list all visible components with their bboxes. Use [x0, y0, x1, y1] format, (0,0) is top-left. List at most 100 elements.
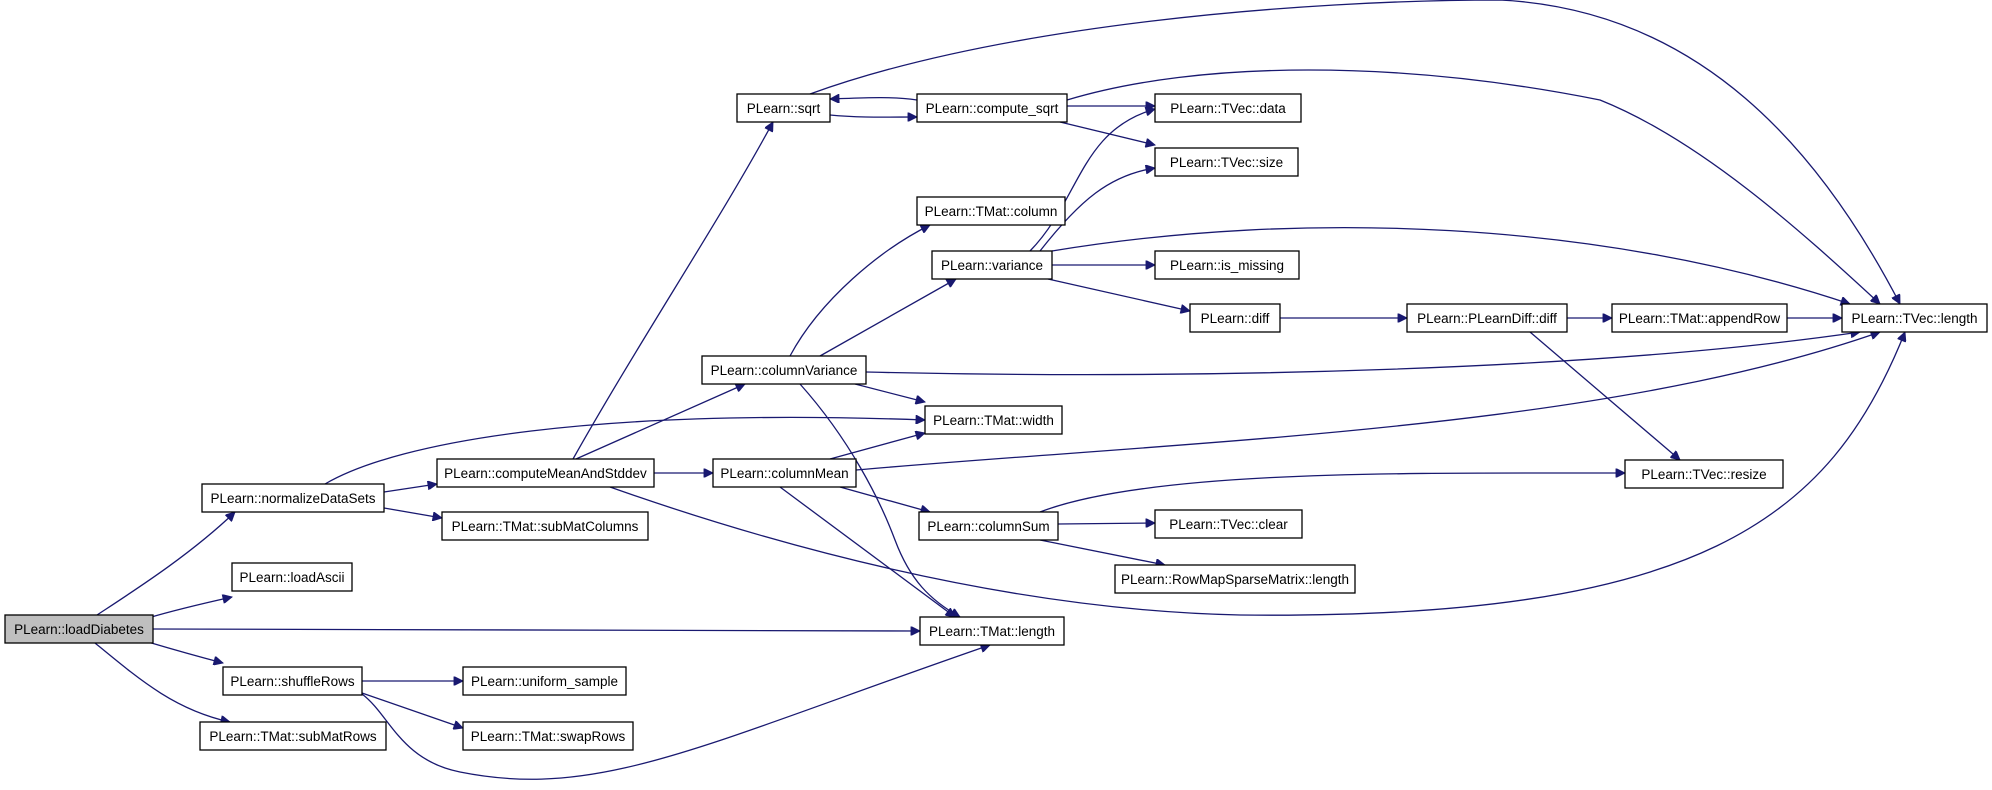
node-box[interactable] [919, 616, 1065, 646]
node-loadDiabetes[interactable]: PLearn::loadDiabetes [4, 614, 154, 644]
node-tvec_data[interactable]: PLearn::TVec::data [1154, 93, 1302, 123]
node-box[interactable] [441, 511, 649, 541]
node-box[interactable] [1154, 250, 1300, 280]
edge-loadDiabetes-to-shuffleRows [147, 641, 223, 663]
node-variance[interactable]: PLearn::variance [931, 250, 1053, 280]
node-box[interactable] [918, 511, 1059, 541]
node-tmat_width[interactable]: PLearn::TMat::width [924, 405, 1063, 435]
node-box[interactable] [1154, 509, 1303, 539]
node-uniform_sample[interactable]: PLearn::uniform_sample [462, 666, 627, 696]
edge-shuffleRows-to-swapRows [361, 692, 463, 728]
edge-normalizeDataSets-to-computeMeanAndStddev [383, 484, 437, 493]
node-label: PLearn::TVec::length [1851, 311, 1977, 326]
node-plearndiff_diff[interactable]: PLearn::PLearnDiff::diff [1406, 303, 1568, 333]
node-loadAscii[interactable]: PLearn::loadAscii [231, 562, 353, 592]
node-normalizeDataSets[interactable]: PLearn::normalizeDataSets [201, 483, 385, 513]
node-box[interactable] [222, 666, 363, 696]
node-box[interactable] [1841, 303, 1988, 333]
node-box[interactable] [436, 458, 655, 488]
node-sqrt[interactable]: PLearn::sqrt [736, 93, 831, 123]
node-label: PLearn::TVec::data [1170, 101, 1286, 116]
edge-variance-to-tvec_size [1039, 168, 1155, 252]
edges-layer [94, 0, 1905, 780]
edge-columnSum-to-tvec_resize [1039, 473, 1625, 513]
node-appendRow[interactable]: PLearn::TMat::appendRow [1611, 303, 1788, 333]
node-rowmap_length[interactable]: PLearn::RowMapSparseMatrix::length [1114, 564, 1356, 594]
node-label: PLearn::TMat::width [933, 413, 1054, 428]
node-box[interactable] [924, 405, 1063, 435]
node-label: PLearn::loadDiabetes [14, 622, 144, 637]
node-label: PLearn::TMat::swapRows [471, 729, 626, 744]
node-box[interactable] [1154, 93, 1302, 123]
edge-plearndiff_diff-to-tvec_resize [1529, 331, 1680, 460]
node-label: PLearn::TMat::column [925, 204, 1058, 219]
node-box[interactable] [231, 562, 353, 592]
edge-shuffleRows-to-tmat_length [361, 645, 990, 780]
edge-columnVariance-to-tmat_length [799, 383, 960, 618]
node-columnSum[interactable]: PLearn::columnSum [918, 511, 1059, 541]
node-box[interactable] [916, 196, 1066, 226]
node-columnVariance[interactable]: PLearn::columnVariance [701, 355, 867, 385]
node-subMatRows[interactable]: PLearn::TMat::subMatRows [199, 721, 387, 751]
node-tvec_resize[interactable]: PLearn::TVec::resize [1624, 459, 1784, 489]
node-computeMeanAndStddev[interactable]: PLearn::computeMeanAndStddev [436, 458, 655, 488]
node-swapRows[interactable]: PLearn::TMat::swapRows [462, 721, 634, 751]
node-compute_sqrt[interactable]: PLearn::compute_sqrt [916, 93, 1068, 123]
node-label: PLearn::compute_sqrt [926, 101, 1059, 116]
node-box[interactable] [1611, 303, 1788, 333]
node-tvec_size[interactable]: PLearn::TVec::size [1154, 147, 1299, 177]
edge-computeMeanAndStddev-to-sqrt [572, 122, 774, 460]
edge-compute_sqrt-to-tvec_length [1066, 69, 1880, 304]
node-tvec_length[interactable]: PLearn::TVec::length [1841, 303, 1988, 333]
edge-columnVariance-to-tmat_width [854, 383, 925, 402]
node-shuffleRows[interactable]: PLearn::shuffleRows [222, 666, 363, 696]
nodes-layer: PLearn::loadDiabetes PLearn::normalizeDat… [4, 93, 1988, 751]
node-box[interactable] [462, 721, 634, 751]
node-tvec_clear[interactable]: PLearn::TVec::clear [1154, 509, 1303, 539]
node-label: PLearn::TMat::subMatRows [209, 729, 377, 744]
edge-columnSum-to-tvec_clear [1057, 523, 1155, 524]
node-label: PLearn::TVec::clear [1169, 517, 1288, 532]
node-box[interactable] [462, 666, 627, 696]
node-box[interactable] [1154, 147, 1299, 177]
edge-normalizeDataSets-to-subMatColumns [383, 507, 442, 518]
node-label: PLearn::TMat::subMatColumns [452, 519, 639, 534]
edge-columnMean-to-tmat_length [779, 486, 955, 617]
node-label: PLearn::RowMapSparseMatrix::length [1121, 572, 1349, 587]
node-label: PLearn::diff [1201, 311, 1270, 326]
node-label: PLearn::columnMean [720, 466, 848, 481]
edge-loadDiabetes-to-normalizeDataSets [96, 512, 235, 616]
node-label: PLearn::normalizeDataSets [210, 491, 375, 506]
node-label: PLearn::is_missing [1170, 258, 1284, 273]
node-box[interactable] [712, 458, 857, 488]
node-subMatColumns[interactable]: PLearn::TMat::subMatColumns [441, 511, 649, 541]
node-is_missing[interactable]: PLearn::is_missing [1154, 250, 1300, 280]
edge-compute_sqrt-to-sqrt [830, 98, 918, 100]
edge-sqrt-to-tvec_length [809, 0, 1901, 304]
node-label: PLearn::PLearnDiff::diff [1417, 311, 1557, 326]
edge-variance-to-tvec_length [1051, 226, 1850, 304]
node-box[interactable] [201, 483, 385, 513]
node-box[interactable] [1114, 564, 1356, 594]
node-tmat_length[interactable]: PLearn::TMat::length [919, 616, 1065, 646]
node-box[interactable] [1189, 303, 1281, 333]
node-label: PLearn::computeMeanAndStddev [444, 466, 647, 481]
node-box[interactable] [4, 614, 154, 644]
node-columnMean[interactable]: PLearn::columnMean [712, 458, 857, 488]
node-label: PLearn::TVec::resize [1641, 467, 1766, 482]
node-box[interactable] [701, 355, 867, 385]
node-label: PLearn::TMat::length [929, 624, 1055, 639]
node-box[interactable] [916, 93, 1068, 123]
edge-columnSum-to-rowmap_length [1039, 539, 1165, 565]
node-box[interactable] [1624, 459, 1784, 489]
edge-columnVariance-to-tmat_column [789, 224, 930, 357]
node-label: PLearn::columnSum [927, 519, 1049, 534]
node-box[interactable] [1406, 303, 1568, 333]
node-tmat_column[interactable]: PLearn::TMat::column [916, 196, 1066, 226]
edge-normalizeDataSets-to-tmat_width [324, 417, 925, 485]
node-box[interactable] [736, 93, 831, 123]
node-box[interactable] [199, 721, 387, 751]
node-diff[interactable]: PLearn::diff [1189, 303, 1281, 333]
edge-computeMeanAndStddev-to-tvec_length [609, 332, 1905, 616]
node-box[interactable] [931, 250, 1053, 280]
